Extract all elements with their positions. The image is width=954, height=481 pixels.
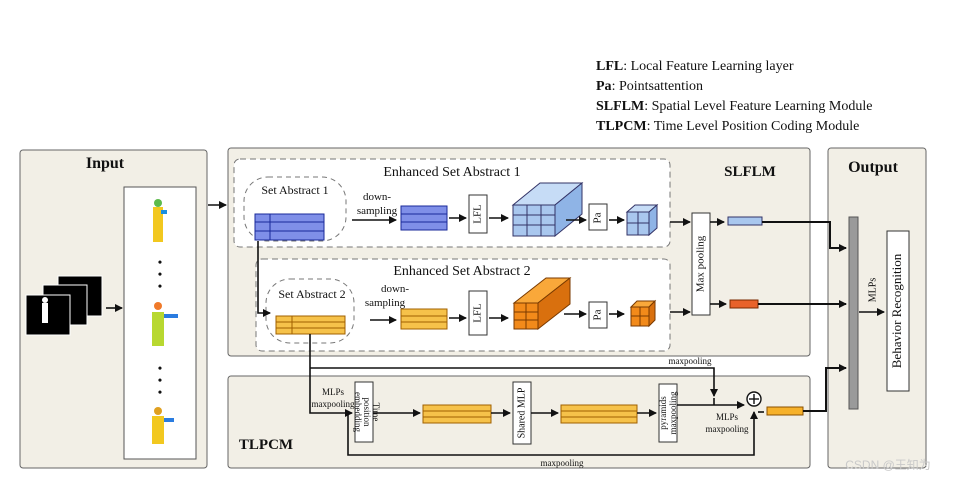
sa2-label: Set Abstract 2 (278, 287, 345, 301)
legend-pa: Pa: Pointsattention (596, 79, 703, 94)
tpe-label: Timepositionembedding (353, 392, 381, 432)
esa2-pa-box (588, 301, 608, 329)
arrow-maxpooling-lower (347, 411, 758, 456)
dot-5: • (158, 373, 162, 387)
legend-tlpcm: TLPCM: Time Level Position Coding Module (596, 119, 859, 134)
esa1-3d-feature-block (511, 181, 584, 238)
esa2-pa-label: Pa (592, 309, 604, 320)
maxpooling-upper-label: maxpooling (669, 356, 712, 366)
esa1-lfl-box (468, 194, 488, 234)
dot-3: • (158, 279, 162, 293)
legend-lfl: LFL: Local Feature Learning layer (596, 59, 794, 74)
pyramids-maxpooling-box (658, 383, 678, 443)
slflm-title: SLFLM (724, 164, 776, 180)
mlps-maxpooling-right-2: maxpooling (706, 424, 749, 434)
sa1-feature-block (254, 213, 325, 241)
mlps-label: MLPs (867, 278, 878, 303)
maxpool-label: Max pooling (695, 235, 707, 292)
depth-frames-icon (25, 275, 103, 336)
tlpcm-feature-block-1 (422, 404, 492, 424)
human-point-cloud-icon (153, 199, 167, 242)
behavior-recognition-box (886, 230, 910, 392)
esa1-downsampling-1: down- (363, 191, 391, 203)
shared-mlp-label: Shared MLP (516, 387, 527, 438)
esa1-title: Enhanced Set Abstract 1 (383, 165, 520, 180)
sa1-label: Set Abstract 1 (261, 183, 328, 197)
input-title: Input (86, 155, 125, 172)
output-title: Output (848, 159, 898, 176)
dot-2: • (158, 267, 162, 281)
arrow-feature1-to-mlps (762, 221, 847, 252)
esa2-title: Enhanced Set Abstract 2 (393, 264, 530, 279)
tlpcm-out-feature (766, 406, 804, 416)
output-panel (827, 147, 927, 469)
slflm-out-feature-2 (729, 299, 759, 309)
tlpcm-title: TLPCM (239, 437, 293, 453)
esa2-downsampled-block (400, 308, 448, 330)
esa1-downsampled-block (400, 205, 448, 231)
mlps-bar (848, 216, 859, 410)
slflm-out-feature-1 (727, 216, 763, 226)
legend-slflm: SLFLM: Spatial Level Feature Learning Mo… (596, 99, 872, 114)
tlpcm-feature-block-2 (560, 404, 638, 424)
maxpool-box (691, 212, 711, 316)
arrow-sa1-to-sa2 (257, 241, 271, 317)
mlps-maxpooling-label-1: MLPs (322, 387, 345, 397)
pyramids-label: pyramidsmaxpooling (658, 391, 678, 434)
legend: LFL: Local Feature Learning layer Pa: Po… (596, 59, 872, 134)
esa1-lfl-label: LFL (472, 204, 484, 224)
esa2-output-cube (629, 299, 657, 328)
maxpooling-lower-label: maxpooling (541, 458, 584, 468)
esa2-downsampling-2: sampling (365, 297, 406, 309)
arrow-tlpcm-to-mlps (803, 364, 847, 412)
human-point-cloud-icon (152, 302, 178, 346)
esa2-downsampling-1: down- (381, 283, 409, 295)
esa1-pa-label: Pa (592, 212, 604, 223)
esa2-lfl-box (468, 290, 488, 336)
mlps-maxpooling-label-2: maxpooling (312, 399, 355, 409)
esa1-output-cube (625, 203, 659, 237)
esa2-3d-feature-block (512, 276, 572, 331)
behavior-recognition-label: Behavior Recognition (889, 253, 904, 368)
mlps-maxpooling-right-1: MLPs (716, 412, 739, 422)
esa2-lfl-label: LFL (472, 303, 484, 323)
esa1-pa-box (588, 203, 608, 231)
sa2-feature-block (275, 315, 346, 335)
dot-1: • (158, 255, 162, 269)
dot-4: • (158, 361, 162, 375)
arrow-maxpooling-upper (310, 367, 718, 397)
human-point-cloud-icon (152, 407, 174, 444)
dot-6: • (158, 385, 162, 399)
arrow-sa2-to-tpe (309, 334, 353, 417)
esa1-downsampling-2: sampling (357, 205, 398, 217)
watermark: CSDN @王知为 (845, 458, 931, 472)
time-position-embedding-box (354, 381, 374, 443)
